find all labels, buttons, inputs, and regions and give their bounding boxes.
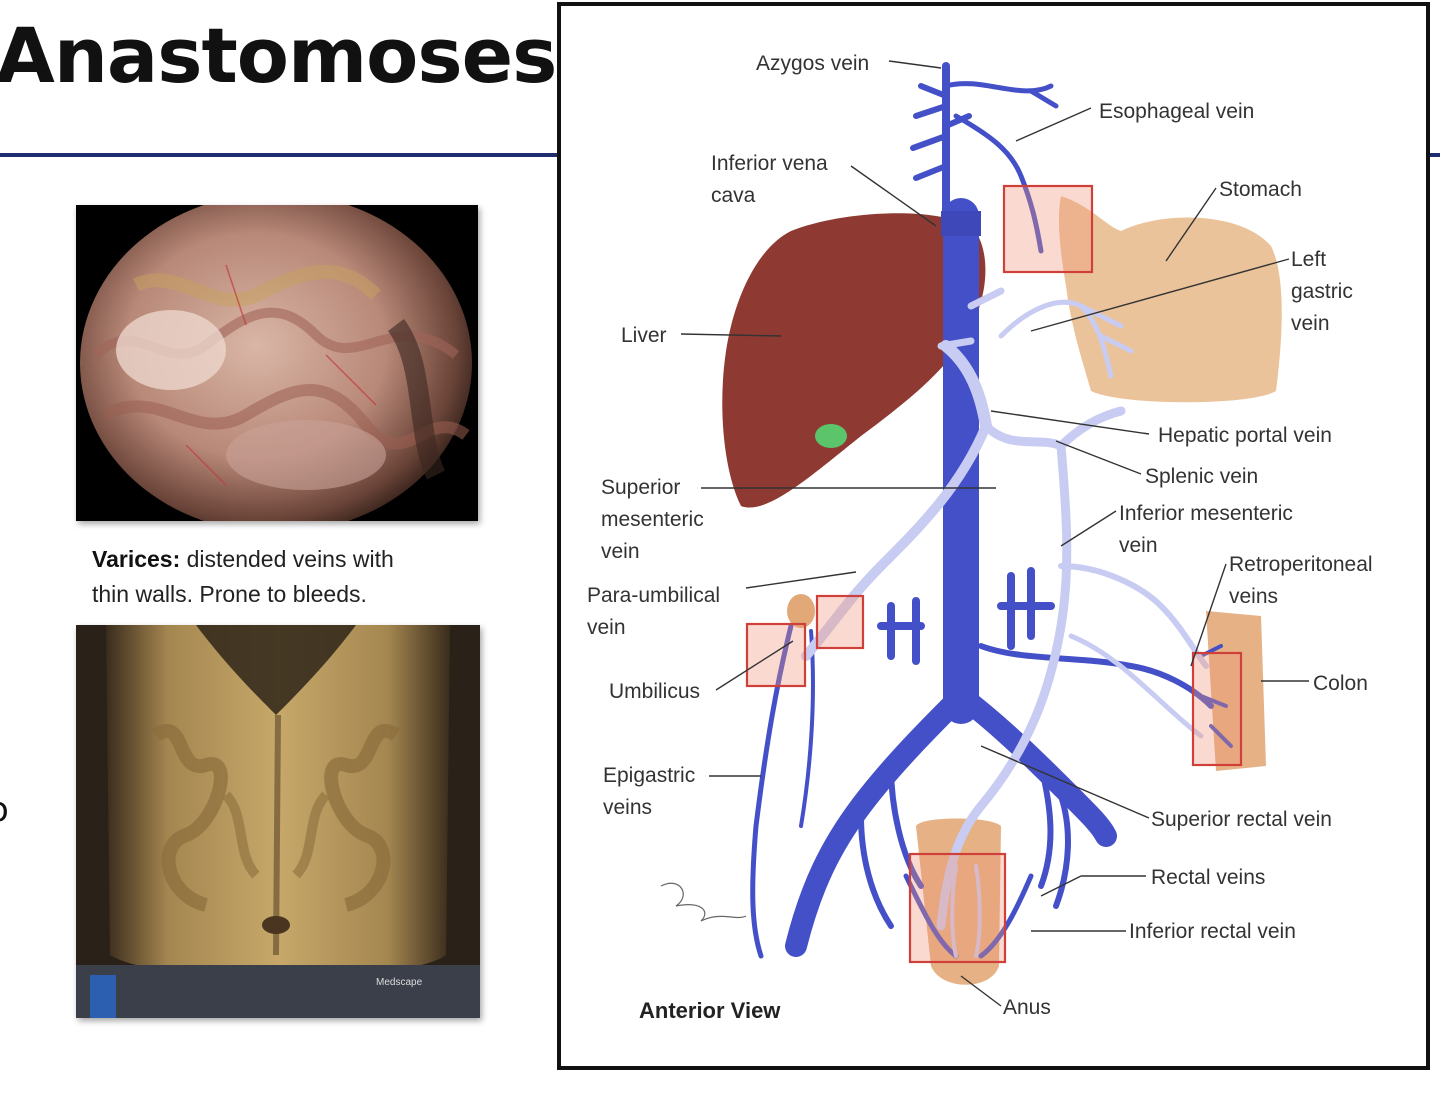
label-sup-mesenteric-line3: vein: [601, 540, 640, 563]
label-sup-mesenteric-line2: mesenteric: [601, 508, 704, 531]
portosystemic-diagram: Azygos vein Esophageal vein Inferior ven…: [557, 2, 1430, 1070]
label-para-umbilical-line1: Para-umbilical: [587, 584, 720, 607]
slide-title: Anastomoses: [0, 11, 557, 100]
label-inf-mesenteric-line1: Inferior mesenteric: [1119, 502, 1293, 525]
label-superior-rectal-vein: Superior rectal vein: [1151, 808, 1332, 831]
label-colon: Colon: [1313, 672, 1368, 695]
caput-medusae-photo: Medscape: [76, 625, 480, 1018]
label-umbilicus: Umbilicus: [609, 680, 700, 703]
label-retroperitoneal-line2: veins: [1229, 585, 1278, 608]
retroperitoneal-anastomosis-box: [1191, 651, 1243, 767]
label-hepatic-portal-vein: Hepatic portal vein: [1158, 424, 1332, 447]
label-inf-mesenteric-line2: vein: [1119, 534, 1158, 557]
label-retroperitoneal-line1: Retroperitoneal: [1229, 553, 1373, 576]
caption-text-line2: thin walls. Prone to bleeds.: [92, 581, 367, 607]
label-stomach: Stomach: [1219, 178, 1302, 201]
label-splenic-vein: Splenic vein: [1145, 465, 1258, 488]
label-left-gastric-line3: vein: [1291, 312, 1330, 335]
esophageal-anastomosis-box: [1002, 184, 1094, 274]
artist-signature: [660, 882, 747, 922]
label-liver: Liver: [621, 324, 667, 347]
label-epigastric-line1: Epigastric: [603, 764, 695, 787]
left-gastric-path: [998, 299, 1134, 379]
label-ivc-line2: cava: [711, 184, 756, 207]
photo-watermark: Medscape: [376, 977, 423, 988]
leader-lines: [680, 60, 1309, 1007]
liver-shape: [722, 213, 986, 508]
caption-text-line1: distended veins with: [180, 546, 394, 572]
stomach-shape: [1058, 196, 1282, 403]
label-para-umbilical-line2: vein: [587, 616, 626, 639]
title-divider: [0, 153, 560, 157]
caption-term: Varices:: [92, 546, 181, 572]
label-rectal-veins: Rectal veins: [1151, 866, 1265, 889]
label-left-gastric-line2: gastric: [1291, 280, 1353, 303]
varices-caption: Varices: distended veins with thin walls…: [92, 542, 472, 612]
label-sup-mesenteric-line1: Superior: [601, 476, 680, 499]
colon-shape: [1206, 611, 1266, 771]
rectal-anastomosis-box: [908, 852, 1007, 964]
label-anterior-view: Anterior View: [639, 998, 781, 1023]
esophageal-vein-path: [943, 81, 1059, 254]
inf-mesenteric-path: [936, 441, 1072, 931]
label-left-gastric-line1: Left: [1291, 248, 1326, 271]
hepatic-portal-path: [940, 340, 992, 432]
title-divider-right: [1428, 153, 1440, 157]
label-anus: Anus: [1003, 996, 1051, 1019]
label-ivc-line1: Inferior vena: [711, 152, 828, 175]
label-azygos-vein: Azygos vein: [756, 52, 869, 75]
endoscopy-varices-photo: [76, 205, 478, 521]
label-inferior-rectal-vein: Inferior rectal vein: [1129, 920, 1296, 943]
sup-mesenteric-path: [801, 421, 991, 661]
clipped-text-fragment: o: [0, 790, 9, 830]
portal-veins: [801, 287, 1209, 958]
label-epigastric-line2: veins: [603, 796, 652, 819]
splenic-path: [981, 406, 1126, 451]
label-esophageal-vein: Esophageal vein: [1099, 100, 1254, 123]
umbilical-anastomosis-box-left: [745, 622, 807, 688]
umbilical-anastomosis-box-right: [815, 594, 865, 650]
